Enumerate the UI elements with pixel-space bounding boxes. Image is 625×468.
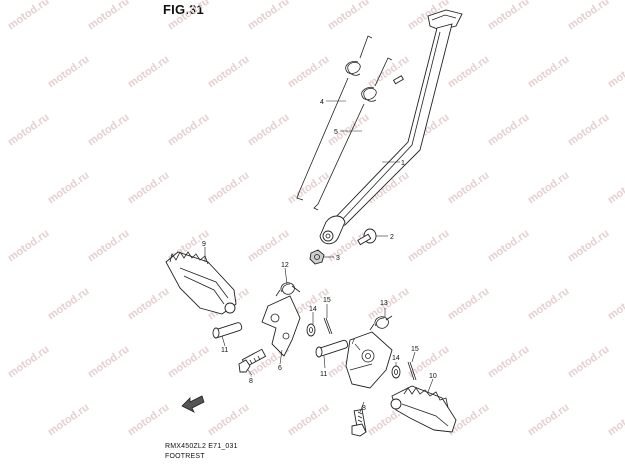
watermark-text: motod.ru <box>126 285 172 322</box>
watermark-text: motod.ru <box>86 343 132 380</box>
watermark-text: motod.ru <box>46 169 92 206</box>
watermark-text: motod.ru <box>246 111 292 148</box>
callout-15-right: 15 <box>411 346 419 353</box>
watermark-text: motod.ru <box>606 401 625 438</box>
footrest-pin-left[interactable] <box>212 322 243 339</box>
watermark-text: motod.ru <box>606 53 625 90</box>
watermark-text: motod.ru <box>286 401 332 438</box>
watermark-text: motod.ru <box>526 53 572 90</box>
watermark-text: motod.ru <box>606 169 625 206</box>
callout-8-left: 8 <box>249 378 253 385</box>
side-stand[interactable] <box>319 9 463 245</box>
watermark-text: motod.ru <box>366 53 412 90</box>
stand-spring-inner[interactable] <box>313 57 393 211</box>
watermark-text: motod.ru <box>286 169 332 206</box>
watermark-text: motod.ru <box>166 0 212 32</box>
callout-14-left: 14 <box>309 306 317 313</box>
cotter-pin-right[interactable] <box>407 361 417 381</box>
footrest-pin-right[interactable] <box>315 339 349 358</box>
callout-2: 2 <box>390 234 394 241</box>
callout-1: 1 <box>401 160 405 167</box>
washer-right[interactable] <box>391 365 401 379</box>
watermark-text: motod.ru <box>566 227 612 264</box>
callout-labels: 1 2 3 4 5 6 7 8 8 9 10 11 11 12 13 14 14… <box>202 99 437 412</box>
footrest-bracket-left[interactable] <box>261 295 301 357</box>
watermark-text: motod.ru <box>246 227 292 264</box>
callout-15-left: 15 <box>323 297 331 304</box>
watermark-text: motod.ru <box>6 111 52 148</box>
watermark-text: motod.ru <box>526 285 572 322</box>
callout-7: 7 <box>351 339 355 346</box>
footrest-left[interactable] <box>165 251 237 315</box>
watermark-text: motod.ru <box>326 111 372 148</box>
watermark-text: motod.ru <box>126 169 172 206</box>
callout-9: 9 <box>202 241 206 248</box>
watermark-text: motod.ru <box>326 0 372 32</box>
callout-10: 10 <box>429 373 437 380</box>
callout-6: 6 <box>278 365 282 372</box>
watermark-text: motod.ru <box>566 343 612 380</box>
footrest-spring-right[interactable] <box>369 315 393 331</box>
watermark-text: motod.ru <box>46 53 92 90</box>
footrest-bolt-left[interactable] <box>238 348 267 373</box>
diagram-caption: FOOTREST <box>165 453 205 460</box>
callout-4: 4 <box>320 99 324 106</box>
watermark-text: motod.ru <box>6 0 52 32</box>
watermark-text: motod.ru <box>6 227 52 264</box>
watermark-text: motod.ru <box>446 285 492 322</box>
watermark-text: motod.ru <box>6 343 52 380</box>
callout-14-right: 14 <box>392 355 400 362</box>
callout-5: 5 <box>334 129 338 136</box>
watermark-text: motod.ru <box>446 53 492 90</box>
footrest-bolt-right[interactable] <box>351 408 367 437</box>
watermark-text: motod.ru <box>86 227 132 264</box>
footrest-spring-left[interactable] <box>275 282 301 297</box>
watermark-text: motod.ru <box>566 0 612 32</box>
stand-bolt[interactable] <box>357 228 377 246</box>
footrest-bracket-right[interactable] <box>345 331 393 389</box>
callout-8-right: 8 <box>362 405 366 412</box>
watermark-text: motod.ru <box>286 53 332 90</box>
callout-13: 13 <box>380 300 388 307</box>
watermark-text: motod.ru <box>246 0 292 32</box>
watermark-text: motod.ru <box>566 111 612 148</box>
model-code: RMX450ZL2 E71_031 <box>165 443 238 450</box>
callout-11-right: 11 <box>320 371 327 378</box>
cotter-pin-left[interactable] <box>323 317 333 335</box>
watermark-text: motod.ru <box>526 401 572 438</box>
watermark-text: motod.ru <box>46 285 92 322</box>
stand-spring-outer[interactable] <box>296 35 373 201</box>
watermark-text: motod.ru <box>486 0 532 32</box>
callout-12: 12 <box>281 262 289 269</box>
watermark-text: motod.ru <box>446 169 492 206</box>
leader-lines <box>204 100 434 413</box>
footrest-right[interactable] <box>390 385 457 433</box>
watermark-text: motod.ru <box>86 0 132 32</box>
watermark-text: motod.ru <box>486 343 532 380</box>
stand-nut[interactable] <box>309 249 325 265</box>
watermark-text: motod.ru <box>486 227 532 264</box>
watermark-text: motod.ru <box>206 53 252 90</box>
watermark-text: motod.ru <box>406 227 452 264</box>
watermark-text: motod.ru <box>206 401 252 438</box>
watermark-text: motod.ru <box>206 169 252 206</box>
callout-11-left: 11 <box>221 347 228 354</box>
callout-3: 3 <box>336 255 340 262</box>
watermark-text: motod.ru <box>86 111 132 148</box>
front-arrow-icon <box>181 395 205 413</box>
watermark-layer: motod.ru motod.ru motod.ru motod.ru motod.ru… <box>6 0 625 438</box>
watermark-text: motod.ru <box>46 401 92 438</box>
watermark-text: motod.ru <box>526 169 572 206</box>
watermark-text: motod.ru <box>606 285 625 322</box>
watermark-text: motod.ru <box>486 111 532 148</box>
watermark-text: motod.ru <box>126 401 172 438</box>
watermark-text: motod.ru <box>166 111 212 148</box>
figure-title: FIG.31 <box>163 2 204 17</box>
watermark-text: motod.ru <box>126 53 172 90</box>
watermark-text: motod.ru <box>366 285 412 322</box>
washer-left[interactable] <box>306 323 316 337</box>
watermark-text: motod.ru <box>166 343 212 380</box>
